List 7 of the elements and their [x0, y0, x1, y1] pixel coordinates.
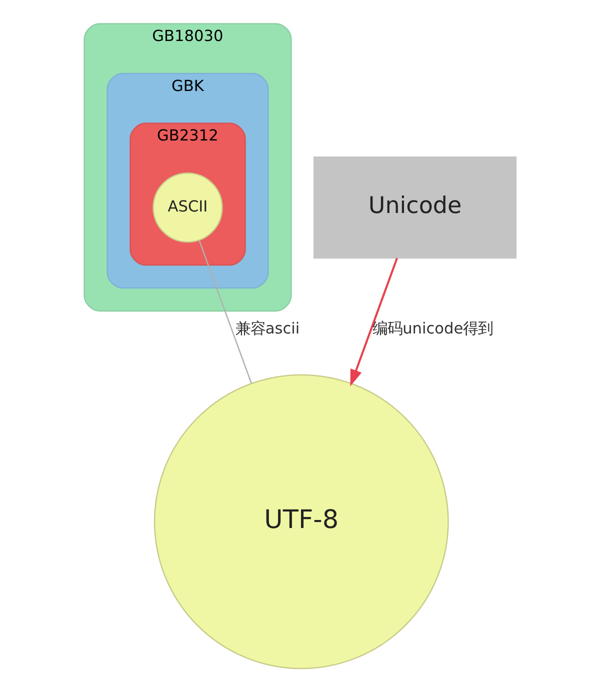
arrow — [350, 258, 398, 386]
connector — [198, 240, 252, 384]
node-circle: UTF-8 — [153, 374, 448, 670]
node-box: Unicode — [313, 156, 516, 259]
edge-label: 编码unicode得到 — [372, 319, 493, 338]
edge-label: 兼容ascii — [234, 319, 300, 338]
node-circle: ASCII — [152, 172, 222, 243]
